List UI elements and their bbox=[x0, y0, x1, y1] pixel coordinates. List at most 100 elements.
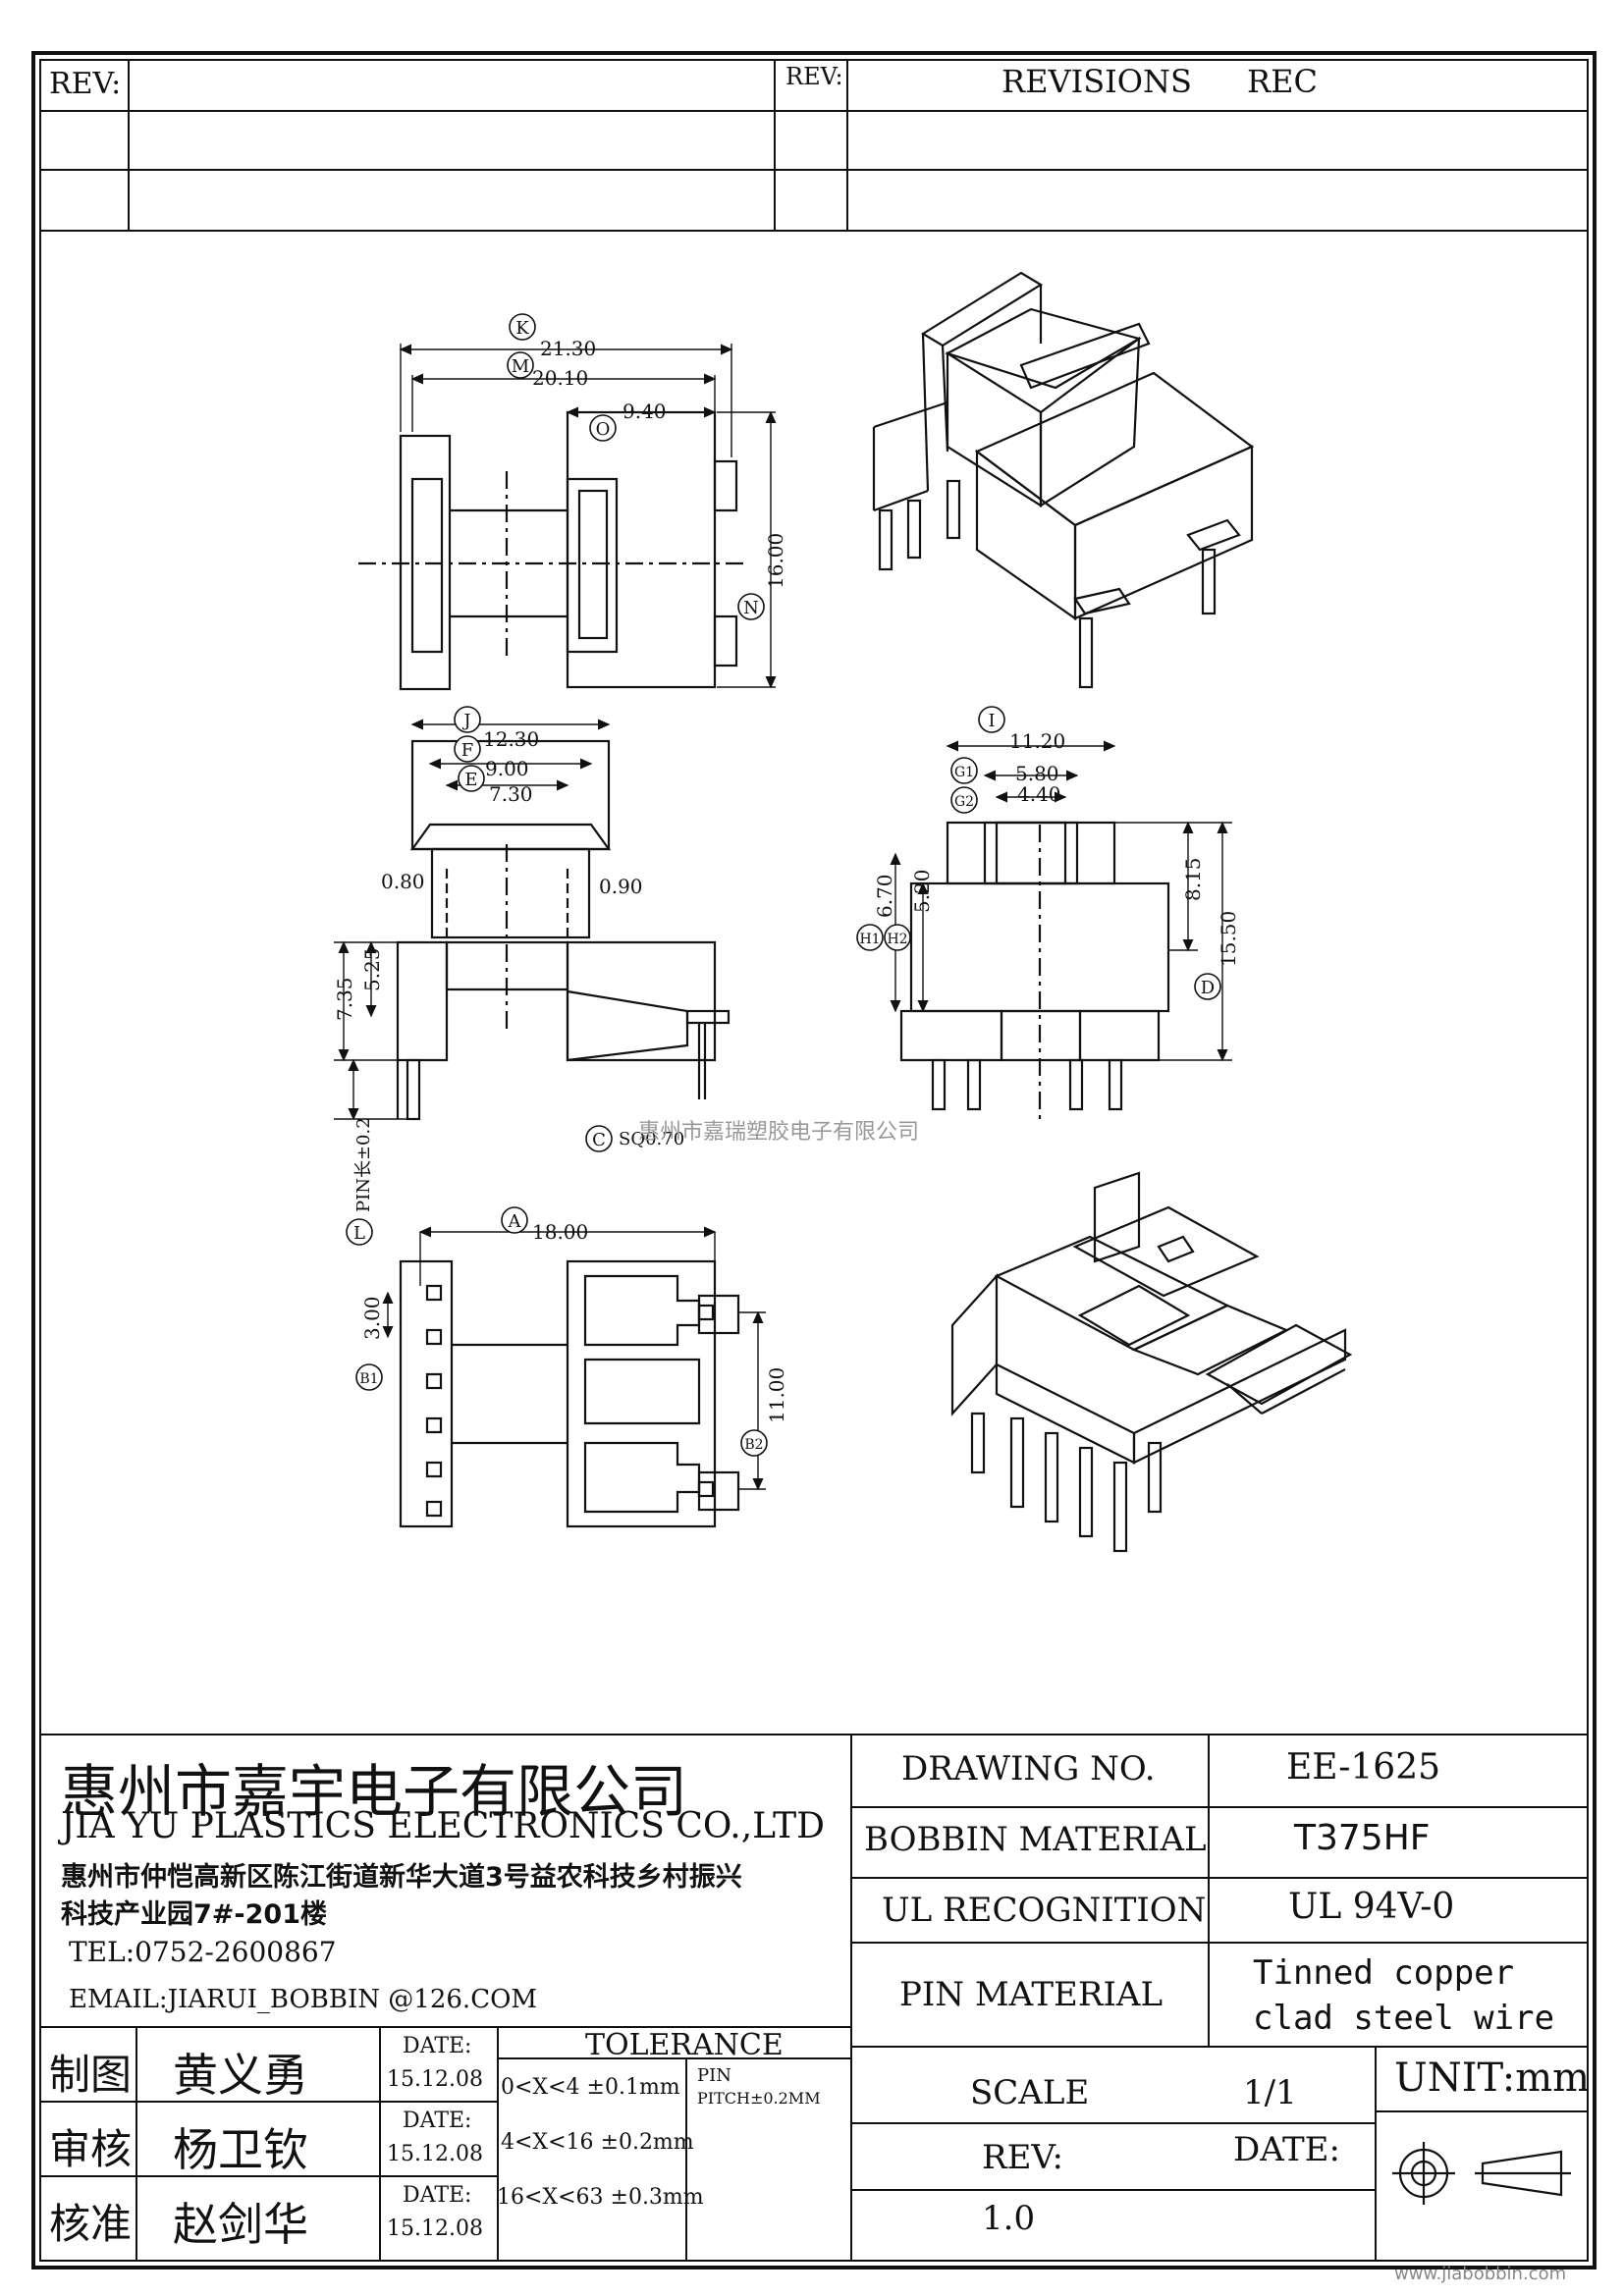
revisions-header: REVISIONS bbox=[1001, 63, 1192, 100]
signoff-role-approved: 核准 bbox=[49, 2200, 133, 2248]
company-name-cn: 惠州市嘉宇电子有限公司 bbox=[61, 1758, 688, 1825]
svg-text:11.00: 11.00 bbox=[765, 1367, 788, 1423]
drawing-no-label: DRAWING NO. bbox=[901, 1749, 1156, 1789]
company-address-line2: 科技产业园7#-201楼 bbox=[61, 1899, 327, 1930]
signoff-date-checked: 15.12.08 bbox=[387, 2142, 483, 2166]
dim-height-left-outer: 7.35 bbox=[333, 977, 356, 1021]
pin-material-label: PIN MATERIAL bbox=[899, 1975, 1164, 2014]
svg-text:M: M bbox=[512, 356, 529, 377]
svg-text:6.70: 6.70 bbox=[873, 874, 896, 918]
technical-drawing: K 21.30 M 20.10 O 9.40 N 16.00 J 12.30 F… bbox=[333, 271, 1353, 1553]
tolerance-row-1: 0<X<4 ±0.1mm bbox=[501, 2075, 680, 2100]
tolerance-pin-pitch: PITCH±0.2MM bbox=[697, 2089, 821, 2108]
svg-text:K: K bbox=[515, 318, 529, 339]
svg-text:A: A bbox=[508, 1211, 522, 1232]
signoff-date-label-drawn: DATE: bbox=[403, 2034, 472, 2058]
signoff-role-drawn: 制图 bbox=[49, 2051, 133, 2099]
isometric-view-bottom bbox=[950, 1171, 1353, 1553]
dim-J: J 12.30 bbox=[454, 706, 539, 751]
svg-text:21.30: 21.30 bbox=[540, 337, 596, 360]
signoff-date-label-approved: DATE: bbox=[403, 2183, 472, 2208]
dim-O: O 9.40 bbox=[589, 400, 667, 442]
rev-label-right: REV: bbox=[785, 63, 843, 90]
svg-text:3.00: 3.00 bbox=[360, 1296, 384, 1340]
dim-flange-right: 0.90 bbox=[599, 875, 643, 898]
svg-text:5.20: 5.20 bbox=[910, 869, 934, 913]
scale-label: SCALE bbox=[970, 2073, 1090, 2112]
signoff-date-approved: 15.12.08 bbox=[387, 2216, 483, 2241]
dim-K: K 21.30 bbox=[509, 313, 596, 360]
svg-text:9.00: 9.00 bbox=[485, 757, 529, 780]
tolerance-row-2: 4<X<16 ±0.2mm bbox=[501, 2130, 694, 2155]
svg-text:F: F bbox=[461, 740, 474, 761]
dim-F: F 9.00 bbox=[454, 735, 529, 780]
signoff-role-checked: 审核 bbox=[49, 2125, 133, 2173]
svg-text:H1: H1 bbox=[859, 932, 880, 947]
front-view bbox=[334, 719, 731, 1121]
dim-B1: B1 3.00 bbox=[355, 1296, 384, 1391]
signoff-name-checked: 杨卫钦 bbox=[173, 2123, 308, 2176]
svg-text:I: I bbox=[988, 711, 995, 731]
dimension-labels: K 21.30 M 20.10 O 9.40 N 16.00 J 12.30 F… bbox=[333, 313, 1240, 1457]
dim-G2: G2 4.40 bbox=[950, 782, 1061, 814]
dim-M: M 20.10 bbox=[507, 351, 588, 390]
signoff-date-label-checked: DATE: bbox=[403, 2109, 472, 2133]
svg-text:18.00: 18.00 bbox=[532, 1220, 588, 1244]
dim-A: A 18.00 bbox=[501, 1206, 588, 1244]
pin-material-line1: Tinned copper bbox=[1253, 1953, 1515, 1993]
dim-D: D 15.50 bbox=[1194, 911, 1240, 1000]
tolerance-pin-label: PIN bbox=[697, 2065, 731, 2086]
dim-height-right-inner: 8.15 bbox=[1181, 857, 1205, 901]
isometric-view-top bbox=[872, 271, 1255, 689]
dim-flange-left: 0.80 bbox=[381, 870, 425, 893]
svg-text:11.20: 11.20 bbox=[1009, 729, 1065, 753]
company-address-line1: 惠州市仲恺高新区陈江街道新华大道3号益农科技乡村振兴 bbox=[61, 1862, 742, 1893]
company-email: EMAIL:JIARUI_BOBBIN @126.COM bbox=[69, 1985, 538, 2014]
svg-text:SQ0.70: SQ0.70 bbox=[619, 1129, 684, 1149]
pin-material-line2: clad steel wire bbox=[1253, 1999, 1555, 2038]
signoff-date-drawn: 15.12.08 bbox=[387, 2067, 483, 2092]
bottom-view bbox=[382, 1226, 766, 1528]
unit: UNIT:mm bbox=[1394, 2056, 1591, 2101]
svg-text:N: N bbox=[743, 598, 759, 618]
svg-text:20.10: 20.10 bbox=[532, 366, 588, 390]
svg-text:E: E bbox=[464, 770, 477, 790]
watermark: 惠州市嘉瑞塑胶电子有限公司 bbox=[638, 1120, 919, 1145]
signoff-name-approved: 赵剑华 bbox=[173, 2198, 308, 2251]
rev-label: REV: bbox=[982, 2138, 1064, 2177]
svg-text:D: D bbox=[1201, 978, 1215, 998]
bobbin-material-label: BOBBIN MATERIAL bbox=[864, 1820, 1207, 1859]
dim-C: C SQ0.70 bbox=[585, 1125, 684, 1152]
svg-text:J: J bbox=[461, 711, 470, 731]
signoff-name-drawn: 黄义勇 bbox=[173, 2049, 308, 2102]
dim-H2: H2 5.20 bbox=[884, 869, 934, 951]
svg-text:4.40: 4.40 bbox=[1017, 782, 1061, 806]
company-tel: TEL:0752-2600867 bbox=[69, 1936, 337, 1968]
svg-text:B1: B1 bbox=[359, 1371, 378, 1387]
svg-text:9.40: 9.40 bbox=[623, 400, 667, 423]
top-view bbox=[358, 344, 777, 691]
date-label: DATE: bbox=[1233, 2130, 1340, 2169]
svg-text:O: O bbox=[596, 419, 611, 440]
dim-H1: H1 6.70 bbox=[856, 874, 896, 951]
company-name-en: JIA YU PLASTICS ELECTRONICS CO.,LTD bbox=[61, 1806, 826, 1846]
ul-recognition: UL 94V-0 bbox=[1288, 1887, 1455, 1927]
tolerance-row-3: 16<X<63 ±0.3mm bbox=[497, 2185, 704, 2210]
dim-E: E 7.30 bbox=[458, 765, 533, 806]
svg-text:5.80: 5.80 bbox=[1015, 762, 1059, 785]
svg-text:B2: B2 bbox=[744, 1437, 763, 1453]
side-view bbox=[890, 740, 1232, 1119]
dim-I: I 11.20 bbox=[978, 706, 1065, 753]
dim-L: L PIN长±0.2 bbox=[346, 1117, 374, 1246]
projection-symbol-icon bbox=[1392, 2142, 1571, 2205]
bobbin-material: T375HF bbox=[1294, 1818, 1431, 1858]
drawing-border bbox=[31, 51, 1597, 2269]
svg-text:L: L bbox=[353, 1223, 365, 1244]
svg-text:PIN长±0.2: PIN长±0.2 bbox=[353, 1117, 374, 1212]
dim-N: N 16.00 bbox=[737, 533, 787, 620]
dim-height-left-inner: 5.25 bbox=[360, 947, 384, 991]
svg-text:12.30: 12.30 bbox=[483, 727, 539, 751]
dim-G1: G1 5.80 bbox=[950, 757, 1059, 785]
svg-text:H2: H2 bbox=[887, 932, 907, 947]
svg-text:7.30: 7.30 bbox=[489, 782, 533, 806]
